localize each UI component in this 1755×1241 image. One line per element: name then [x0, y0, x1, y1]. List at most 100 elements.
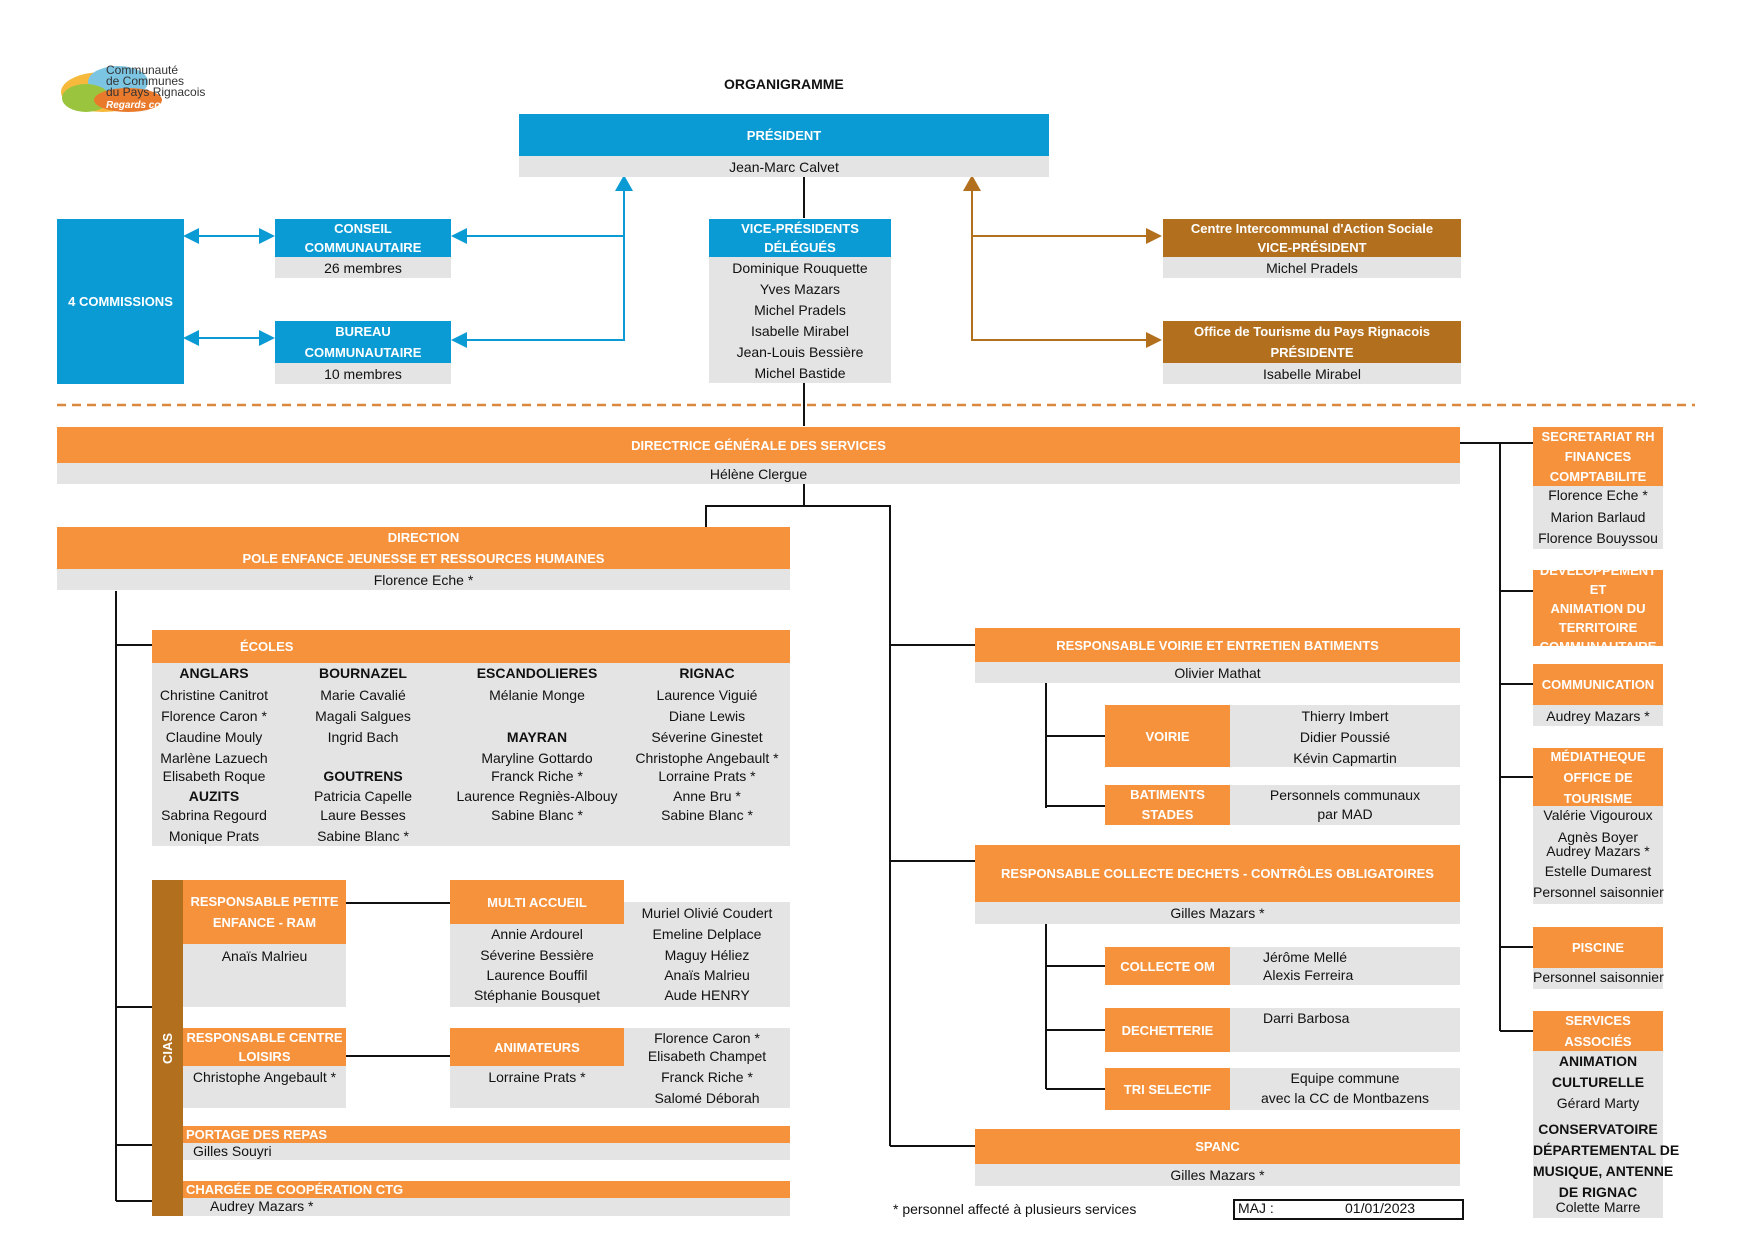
animateurs-box: ANIMATEURS: [450, 1028, 624, 1066]
developpement-box: DEVELOPPEMENT ET ANIMATION DU TERRITOIRE…: [1533, 563, 1663, 654]
sec-name: Marion Barlaud: [1550, 509, 1646, 525]
conseil-name-cell: [275, 257, 451, 278]
pe-name-cell: [183, 944, 346, 1007]
cias-name-cell: [1163, 257, 1461, 278]
portage-box: PORTAGE DES REPAS: [183, 1126, 790, 1143]
anglars-name: Christine Canitrot: [159, 687, 269, 703]
sa-animation-name: Gérard Marty: [1556, 1095, 1640, 1111]
voirie-names-cell: [1230, 705, 1460, 767]
ma-label: MULTI ACCUEIL: [487, 894, 587, 910]
ma-name: Aude HENRY: [664, 987, 750, 1003]
piscine-box: PISCINE: [1533, 927, 1663, 968]
piscine-name: Personnel saisonnier: [1533, 969, 1664, 985]
bat-label2: STADES: [1141, 807, 1194, 822]
ot-name: Isabelle Mirabel: [1262, 366, 1362, 382]
sa-animation: CULTURELLE: [1551, 1074, 1645, 1090]
collecte-resp-name-cell: [975, 902, 1460, 924]
anim-col2-cell: [624, 1028, 790, 1108]
vp-label1: VICE-PRÉSIDENTS: [741, 221, 859, 236]
commissions-box: 4 COMMISSIONS: [57, 219, 184, 384]
spanc-name: Gilles Mazars *: [1170, 1167, 1265, 1183]
ma-name: Annie Ardourel: [491, 926, 583, 942]
collecte-resp-name: Gilles Mazars *: [1170, 905, 1265, 921]
vp-label2: DÉLÉGUÉS: [764, 240, 836, 255]
med-name: Estelle Dumarest: [1544, 863, 1652, 879]
sa-conservatoire: DÉPARTEMENTAL DE: [1533, 1142, 1680, 1158]
pe-name: Anaïs Malrieu: [221, 948, 308, 964]
med-name: Personnel saisonnier: [1533, 884, 1664, 900]
vp-name: Jean-Louis Bessière: [736, 344, 864, 360]
rignac-name: Diane Lewis: [668, 708, 746, 724]
spanc-label: SPANC: [1195, 1139, 1240, 1154]
cl-name: Christophe Angebault *: [192, 1069, 337, 1085]
rignac-name: Sabine Blanc *: [661, 807, 753, 823]
spanc-box: SPANC: [975, 1129, 1460, 1164]
bureau-label2: COMMUNAUTAIRE: [304, 345, 422, 360]
comm-name-cell: [1533, 705, 1663, 726]
voirie-resp-box: RESPONSABLE VOIRIE ET ENTRETIEN BATIMENT…: [975, 628, 1460, 662]
bureau-members: 10 membres: [324, 366, 402, 382]
cooperation-box: CHARGÉE DE COOPÉRATION CTG: [183, 1181, 790, 1198]
ma-name: Muriel Olivié Coudert: [641, 905, 773, 921]
rignac-name: Lorraine Prats *: [658, 768, 756, 784]
voirie-resp-name: Olivier Mathat: [1174, 665, 1261, 681]
auzits-name: Sabrina Regourd: [161, 807, 267, 823]
dp-label1: DIRECTION: [387, 530, 460, 545]
anglars-name: Marlène Lazuech: [160, 750, 268, 766]
services-associes-box: SERVICES ASSOCIÉS: [1533, 1011, 1663, 1051]
escandolieres-title: ESCANDOLIERES: [476, 665, 598, 681]
collecte-om-names-cell: [1230, 947, 1460, 985]
petite-enfance-box: RESPONSABLE PETITE ENFANCE - RAM: [183, 880, 346, 944]
batiments-box: BATIMENTS STADES: [1105, 785, 1230, 825]
dechetterie-label: DECHETTERIE: [1121, 1022, 1214, 1038]
ma-name: Maguy Héliez: [664, 947, 750, 963]
rignac-name: Séverine Ginestet: [651, 729, 763, 745]
med-label1: MÉDIATHEQUE: [1550, 748, 1646, 764]
spanc-name-cell: [975, 1164, 1460, 1186]
ecoles-box: ÉCOLES: [152, 630, 790, 663]
president-name: Jean-Marc Calvet: [729, 159, 839, 175]
piscine-label: PISCINE: [1571, 940, 1624, 955]
bat-name: Personnels communaux: [1269, 787, 1421, 803]
rignac-title: RIGNAC: [679, 665, 735, 681]
anim-name: Florence Caron *: [654, 1030, 760, 1046]
vp-name: Dominique Rouquette: [732, 260, 868, 276]
med-names-cell: [1533, 806, 1663, 904]
sa-conservatoire: CONSERVATOIRE: [1538, 1121, 1658, 1137]
mayran-name: Maryline Gottardo: [481, 750, 593, 766]
rignac-name: Laurence Viguié: [656, 687, 758, 703]
commissions-label: 4 COMMISSIONS: [68, 294, 173, 309]
president-box: PRÉSIDENT: [519, 114, 1049, 156]
voirie-resp-label: RESPONSABLE VOIRIE ET ENTRETIEN BATIMENT…: [1056, 637, 1379, 653]
cias-sidebar-label: CIAS: [160, 1032, 175, 1064]
footnote: * personnel affecté à plusieurs services: [893, 1201, 1137, 1217]
maj-box: MAJ : 01/01/2023: [1233, 1199, 1464, 1220]
med-name: Agnès Boyer: [1557, 829, 1639, 845]
auzits-title: AUZITS: [188, 788, 240, 804]
cias-box: Centre Intercommunal d'Action Sociale VI…: [1163, 219, 1461, 257]
dev-label1: DEVELOPPEMENT ET: [1539, 562, 1657, 597]
anim-name: Lorraine Prats *: [488, 1069, 586, 1085]
piscine-name-cell: [1533, 968, 1663, 989]
collecte-om-label: COLLECTE OM: [1120, 958, 1215, 974]
vp-name: Isabelle Mirabel: [750, 323, 850, 339]
pe-label1: RESPONSABLE PETITE: [190, 894, 339, 909]
sa-conservatoire-name: Colette Marre: [1555, 1199, 1641, 1215]
bournazel-name: Ingrid Bach: [327, 729, 399, 745]
office-tourisme-box: Office de Tourisme du Pays Rignacois PRÉ…: [1163, 321, 1461, 363]
bureau-box: BUREAU COMMUNAUTAIRE: [275, 321, 451, 363]
communication-box: COMMUNICATION: [1533, 664, 1663, 705]
dechetterie-names-cell: [1230, 1008, 1460, 1052]
cl-name-cell: [183, 1066, 346, 1108]
cooperation-name-cell: [183, 1198, 790, 1216]
dgs-name: Hélène Clergue: [709, 466, 808, 482]
sa-conservatoire: MUSIQUE, ANTENNE: [1533, 1163, 1674, 1179]
anglars-title: ANGLARS: [179, 665, 249, 681]
voirie-label: VOIRIE: [1145, 728, 1190, 744]
comm-name: Audrey Mazars *: [1546, 708, 1650, 724]
page-title: ORGANIGRAMME: [724, 76, 844, 92]
goutrens-title: GOUTRENS: [323, 768, 403, 784]
bournazel-name: Marie Cavalié: [320, 687, 406, 703]
goutrens-name: Patricia Capelle: [313, 788, 413, 804]
ma-name: Anaïs Malrieu: [664, 967, 750, 983]
